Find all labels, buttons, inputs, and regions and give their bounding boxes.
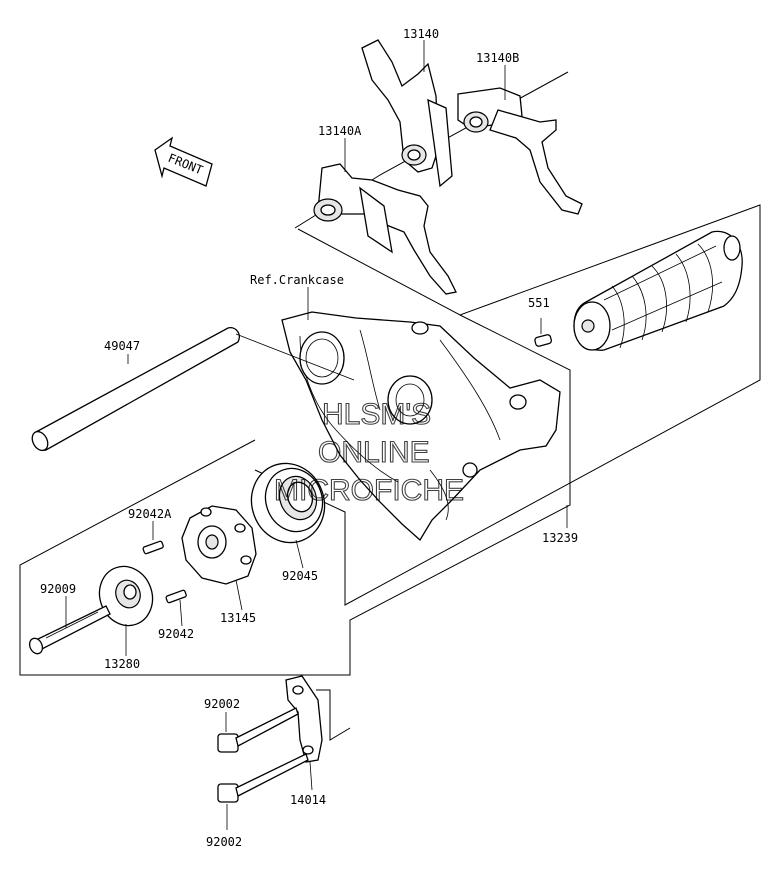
leader-lines	[65, 40, 568, 830]
plate-14014	[285, 675, 351, 763]
plate-13280	[98, 565, 154, 627]
watermark: HLSM'S ONLINE MICROFICHE	[273, 397, 464, 507]
callout-ref-crankcase: Ref.Crankcase	[250, 273, 344, 287]
dowel-pin-92042A	[142, 540, 164, 555]
shift-shaft-49047	[31, 327, 355, 452]
shift-fork-13140	[361, 39, 453, 188]
watermark-line-2: ONLINE	[318, 436, 430, 469]
crankcase	[281, 311, 561, 542]
callout-92009: 92009	[40, 582, 76, 596]
callout-92042: 92042	[158, 627, 194, 641]
callout-13280: 13280	[104, 657, 140, 671]
callout-92045: 92045	[282, 569, 318, 583]
drum-group-outline	[19, 314, 571, 676]
callout-13239: 13239	[542, 531, 578, 545]
callout-92002-top: 92002	[204, 697, 240, 711]
watermark-line-3: MICROFICHE	[274, 474, 464, 507]
callout-92002-bottom: 92002	[206, 835, 242, 849]
callout-14014: 14014	[290, 793, 326, 807]
pin-551	[534, 318, 552, 347]
bolt-92002-bottom	[217, 753, 309, 803]
shift-cam-13145	[181, 505, 257, 585]
callout-13140: 13140	[403, 27, 439, 41]
shift-drum	[573, 230, 743, 351]
callout-92042A: 92042A	[128, 507, 172, 521]
callout-13145: 13145	[220, 611, 256, 625]
callout-551: 551	[528, 296, 550, 310]
shift-fork-13140A	[313, 163, 457, 295]
callout-13140B: 13140B	[476, 51, 519, 65]
bolt-92002-top	[217, 707, 299, 753]
front-arrow: FRONT	[154, 136, 213, 187]
shift-fork-13140B	[457, 87, 583, 215]
watermark-line-1: HLSM'S	[322, 398, 431, 431]
dowel-pin-92042	[165, 589, 187, 604]
bearing-92045	[250, 462, 326, 544]
screw-92009	[28, 605, 111, 655]
callout-49047: 49047	[104, 339, 140, 353]
callout-13140A: 13140A	[318, 124, 362, 138]
